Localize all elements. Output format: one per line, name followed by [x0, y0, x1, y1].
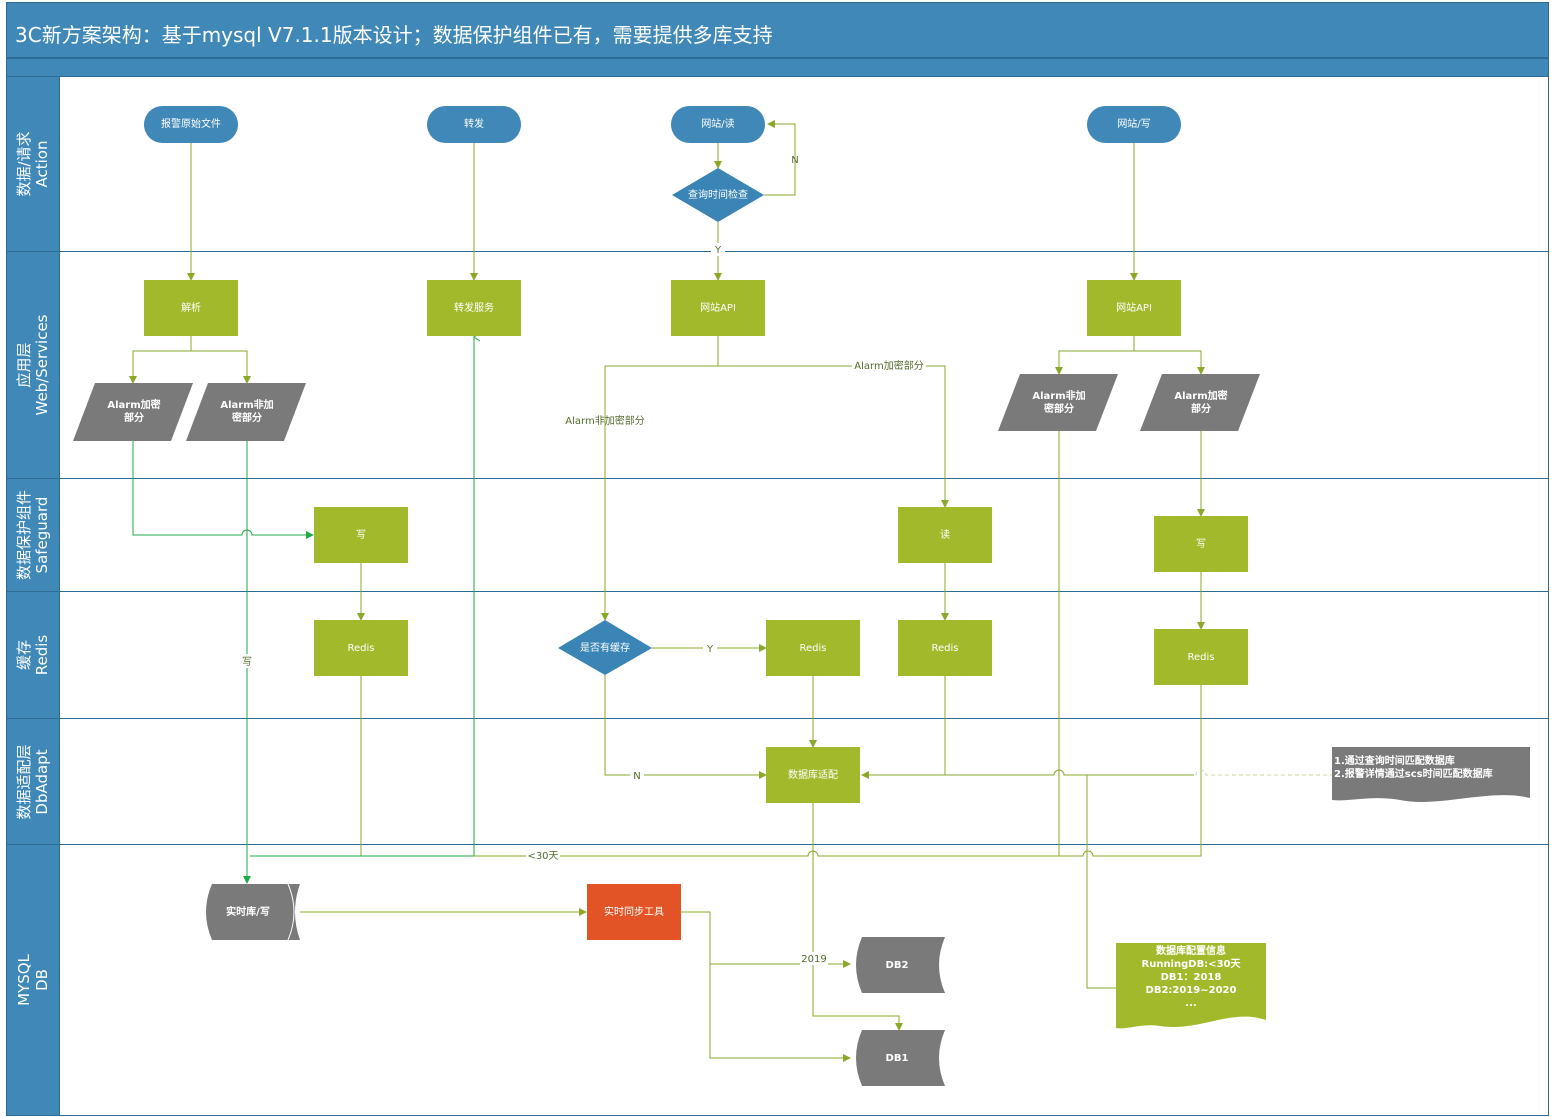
diagram-title-bar: 3C新方案架构：基于mysql V7.1.1版本设计；数据保护组件已有，需要提供… [6, 2, 1549, 58]
left-plain-shape[interactable] [186, 383, 306, 441]
right-encrypted-shape[interactable] [1140, 374, 1260, 431]
right-encrypted-label: Alarm加密 部分 [1174, 390, 1228, 415]
site-read-node[interactable]: 网站/读 [671, 106, 765, 143]
label-yes-top: Y [714, 245, 722, 256]
redis-1-node[interactable]: Redis [314, 620, 408, 676]
edge-parse-to-encrypted [129, 336, 192, 384]
label-alarm-plain: Alarm非加密部分 [565, 414, 644, 427]
left-plain-label: Alarm非加 密部分 [220, 400, 274, 424]
edge-redis-to-adapt-right [944, 675, 1194, 776]
db2-shape[interactable] [856, 937, 945, 993]
db1-shape[interactable] [856, 1030, 945, 1086]
read-mid-node[interactable]: 读 [898, 507, 992, 563]
forward-service-node[interactable]: 转发服务 [427, 280, 521, 336]
db-config-label: 数据库配置信息 RunningDB:<30天 DB1：2018 DB2:2019… [1141, 945, 1241, 1009]
adapt-note-label: 1.通过查询时间匹配数据库 2.报警详情通过scs时间匹配数据库 [1334, 756, 1493, 780]
edge-api-to-right-plain [1055, 336, 1135, 375]
db2-label: DB2 [885, 959, 909, 971]
redis-4-node[interactable]: Redis [1154, 629, 1248, 685]
right-plain-shape[interactable] [998, 374, 1118, 431]
edge-encrypted-to-write [132, 441, 314, 539]
db-config-shape [1116, 943, 1266, 1029]
cache-check-label: 是否有缓存 [580, 642, 630, 654]
right-plain-label: Alarm非加 密部分 [1032, 390, 1086, 415]
cache-check-diamond[interactable] [558, 620, 652, 675]
label-no-cache: N [633, 771, 640, 782]
edge-sync-to-db2 [680, 911, 851, 968]
time-check-label: 查询时间检查 [688, 189, 748, 201]
site-api-read-node[interactable]: 网站API [671, 280, 765, 336]
edge-right-bus [1058, 431, 1202, 857]
time-check-diamond[interactable] [672, 168, 764, 222]
label-yes-cache: Y [706, 644, 714, 655]
edge-api-encrypted-to-read [718, 365, 949, 508]
label-no-top: N [791, 155, 798, 166]
edge-note-to-adapt [1195, 769, 1334, 776]
redis-2-node[interactable]: Redis [766, 620, 860, 676]
edge-api-plain-to-cache [601, 336, 719, 621]
db-adapt-node[interactable]: 数据库适配 [766, 747, 860, 803]
parse-node[interactable]: 解析 [144, 280, 238, 336]
label-alarm-encrypted: Alarm加密部分 [854, 359, 923, 372]
forward-node[interactable]: 转发 [427, 106, 521, 143]
edge-cache-no [604, 675, 767, 779]
edge-check-no-loop [764, 120, 796, 196]
adapt-note-shape [1332, 747, 1530, 802]
redis-3-node[interactable]: Redis [898, 620, 992, 676]
left-encrypted-label: Alarm加密 部分 [107, 400, 161, 424]
left-encrypted-shape[interactable] [73, 383, 193, 441]
edge-adapt-to-db1 [812, 803, 903, 1031]
edge-config-to-adapt [1086, 775, 1116, 989]
write-right-node[interactable]: 写 [1154, 516, 1248, 572]
write-left-node[interactable]: 写 [314, 507, 408, 563]
realtime-db-shape[interactable] [206, 884, 300, 940]
alarm-file-node[interactable]: 报警原始文件 [144, 106, 238, 143]
label-lt30: <30天 [527, 851, 558, 862]
realtime-db-label: 实时库/写 [226, 906, 270, 918]
edge-sync-to-db1 [709, 964, 851, 1062]
label-write: 写 [242, 656, 252, 668]
label-2019: 2019 [801, 954, 826, 965]
diagram-title: 3C新方案架构：基于mysql V7.1.1版本设计；数据保护组件已有，需要提供… [15, 23, 773, 47]
site-api-write-node[interactable]: 网站API [1087, 280, 1181, 336]
sync-tool-node[interactable]: 实时同步工具 [587, 884, 681, 940]
edge-parse-to-plain [191, 350, 251, 384]
db1-label: DB1 [885, 1052, 909, 1064]
site-write-node[interactable]: 网站/写 [1087, 106, 1181, 143]
edge-lt30-bus [250, 850, 1059, 857]
title-sub-bar [6, 58, 1549, 77]
edge-api-to-right-encrypted [1134, 350, 1205, 375]
